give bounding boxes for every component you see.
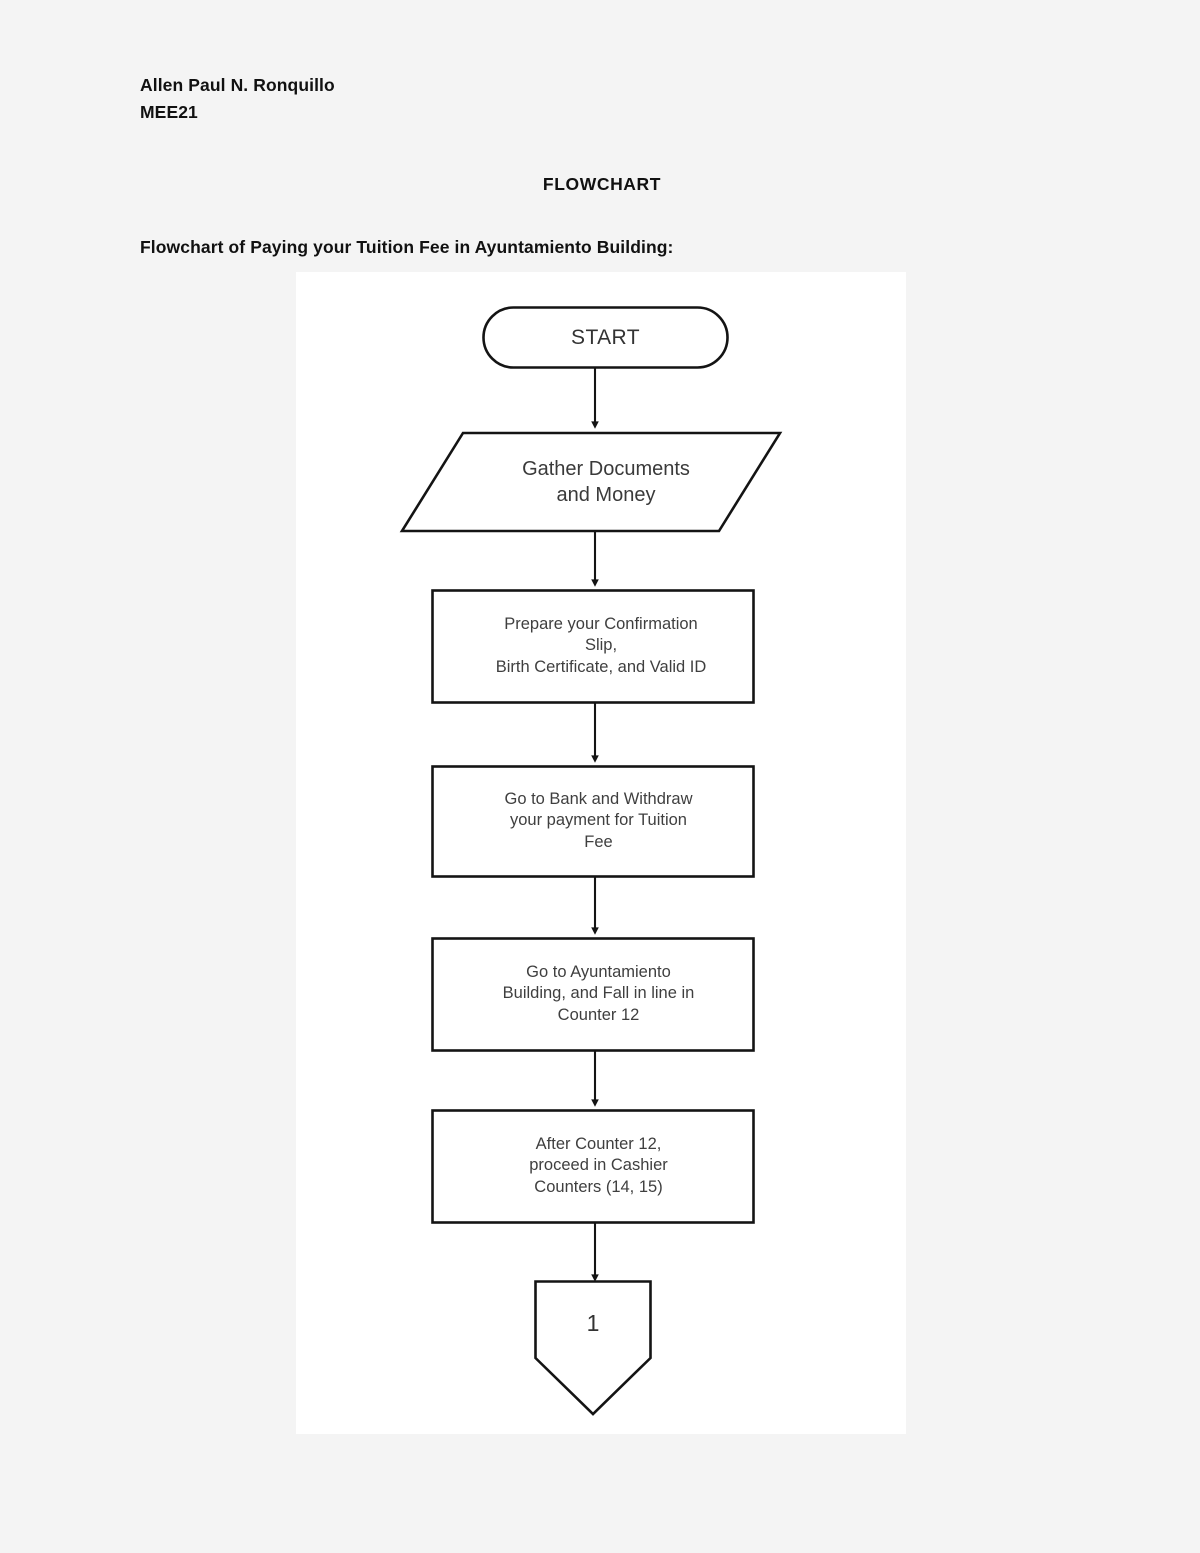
node-ayuntamiento-shape — [431, 937, 755, 1052]
node-start-shape — [482, 306, 729, 369]
document-header: Allen Paul N. Ronquillo MEE21 — [140, 72, 335, 126]
node-cashier-shape — [431, 1109, 755, 1224]
node-prepare-shape — [431, 589, 755, 704]
node-bank-shape — [431, 765, 755, 878]
course-code: MEE21 — [140, 102, 198, 123]
author-name: Allen Paul N. Ronquillo — [140, 75, 335, 95]
node-offpage-connector-shape — [534, 1280, 652, 1416]
flowchart-subtitle: Flowchart of Paying your Tuition Fee in … — [140, 237, 674, 257]
page-title: FLOWCHART — [542, 174, 662, 194]
flowchart-canvas: START Gather Documents and Money Prepare… — [296, 272, 906, 1434]
flowchart-diagram — [399, 306, 783, 1416]
node-gather-shape — [399, 431, 783, 533]
